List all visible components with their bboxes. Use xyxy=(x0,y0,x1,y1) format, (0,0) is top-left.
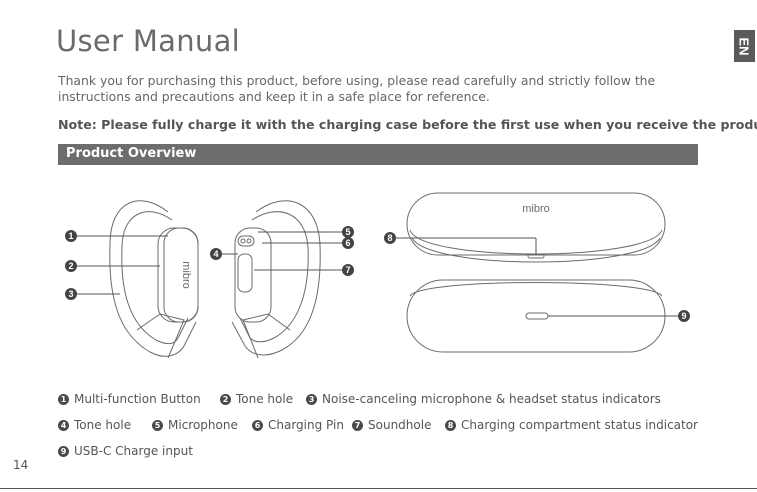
svg-text:3: 3 xyxy=(68,289,73,299)
callout-5: 5 xyxy=(342,226,354,238)
left-bud-logo: mibro xyxy=(180,261,192,289)
svg-text:2: 2 xyxy=(68,261,73,271)
section-title: Product Overview xyxy=(66,146,197,161)
page-title: User Manual xyxy=(56,24,240,58)
charging-case-closed: mibro xyxy=(406,192,666,263)
intro-text: Thank you for purchasing this product, b… xyxy=(58,73,656,104)
callout-4: 4 xyxy=(210,248,222,260)
callout-7: 7 xyxy=(342,264,354,276)
svg-text:9: 9 xyxy=(681,311,686,321)
note-text: Note: Please fully charge it with the ch… xyxy=(58,117,757,132)
page-number: 14 xyxy=(13,458,29,472)
callout-6: 6 xyxy=(342,237,354,249)
right-earbud xyxy=(231,200,321,359)
callout-8: 8 xyxy=(384,232,396,244)
left-earbud: mibro xyxy=(109,200,199,359)
svg-text:6: 6 xyxy=(345,238,350,248)
svg-text:7: 7 xyxy=(345,265,350,275)
svg-text:8: 8 xyxy=(387,233,392,243)
case-logo: mibro xyxy=(522,203,550,215)
svg-text:5: 5 xyxy=(345,227,350,237)
svg-text:1: 1 xyxy=(68,231,73,241)
callout-3: 3 xyxy=(65,288,77,300)
callout-1: 1 xyxy=(65,230,77,242)
callout-2: 2 xyxy=(65,260,77,272)
footer-divider xyxy=(0,488,757,489)
callout-9: 9 xyxy=(678,310,690,322)
section-header: Product Overview xyxy=(58,144,698,165)
language-tab: EN xyxy=(734,30,755,62)
svg-text:4: 4 xyxy=(213,249,218,259)
